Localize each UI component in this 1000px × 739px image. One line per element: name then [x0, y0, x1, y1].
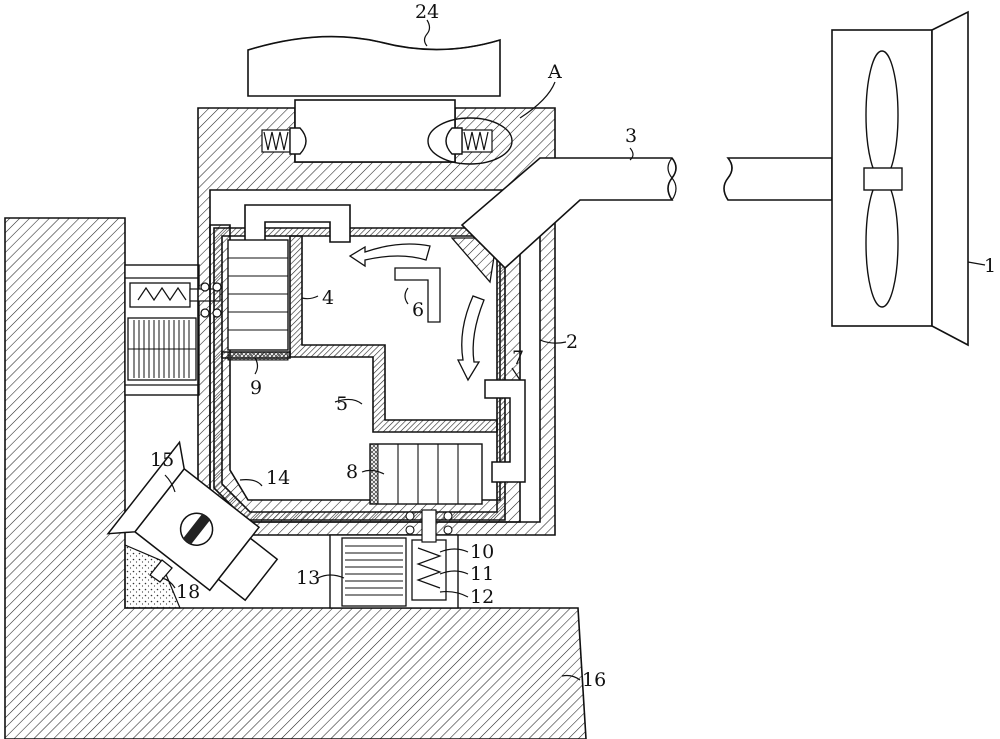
fan-unit: [831, 10, 969, 347]
clamp-springs: [261, 117, 513, 165]
nozzle-18: [149, 559, 173, 583]
labels: 24 A 3 1 2 4 6 7 5 9 8 14 15 18 10 11 12…: [150, 1, 996, 691]
label-24: 24: [415, 1, 439, 23]
heat-sink: [127, 317, 197, 381]
label-9: 9: [250, 377, 262, 399]
label-16: 16: [582, 669, 606, 691]
label-15: 15: [150, 449, 174, 471]
air-pipe: [460, 157, 833, 270]
filter-8: [369, 443, 483, 505]
label-12: 12: [470, 586, 494, 608]
filter-4: [227, 239, 289, 361]
clamp-slot: [294, 99, 456, 163]
label-6: 6: [412, 299, 424, 321]
label-5: 5: [336, 393, 348, 415]
label-1: 1: [984, 255, 996, 277]
label-4: 4: [322, 287, 334, 309]
label-13: 13: [296, 567, 320, 589]
airflow-arrows: [348, 243, 485, 382]
leader-lines: [161, 19, 986, 681]
motor-assembly: [329, 509, 459, 609]
bearings-left: [200, 282, 222, 318]
label-10: 10: [470, 541, 494, 563]
clamp-plate: [247, 35, 501, 97]
label-18: 18: [176, 581, 200, 603]
pipe-7: [484, 379, 526, 483]
label-14: 14: [266, 467, 290, 489]
label-11: 11: [470, 563, 494, 585]
tilted-motor: [106, 440, 279, 602]
label-8: 8: [346, 461, 358, 483]
label-A: A: [547, 61, 562, 83]
label-7: 7: [512, 347, 524, 369]
ground-wall: [4, 217, 587, 739]
label-2: 2: [566, 331, 578, 353]
label-3: 3: [625, 125, 637, 147]
